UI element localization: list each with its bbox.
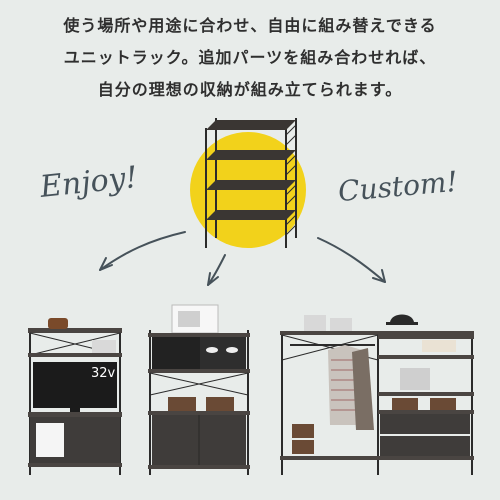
- mesh-panel: [152, 337, 200, 369]
- center-rack-side-bars: [285, 124, 297, 236]
- right-rack: [280, 314, 474, 475]
- headline-line-2: ユニットラック。追加パーツを組み合わせれば、: [63, 48, 437, 67]
- headline: 使う場所や用途に合わせ、自由に組み替えできる ユニットラック。追加パーツを組み合…: [0, 10, 500, 106]
- headline-line-3: 自分の理想の収納が組み立てられます。: [97, 80, 403, 99]
- tv-screen: [33, 362, 117, 408]
- arrows: [99, 231, 386, 286]
- shelf-4: [206, 210, 296, 220]
- arrow-middle: [207, 254, 226, 286]
- center-rack-shelves: [206, 120, 296, 220]
- shelf-3: [206, 180, 296, 190]
- middle-rack: [148, 304, 250, 475]
- shelf-2: [206, 150, 296, 160]
- tv-size-label: 32v: [91, 366, 116, 381]
- arrow-right: [317, 237, 386, 283]
- headline-line-1: 使う場所や用途に合わせ、自由に組み替えできる: [63, 16, 437, 35]
- left-rack: [28, 318, 122, 475]
- arrow-left: [99, 231, 186, 271]
- shelf-top: [206, 120, 296, 130]
